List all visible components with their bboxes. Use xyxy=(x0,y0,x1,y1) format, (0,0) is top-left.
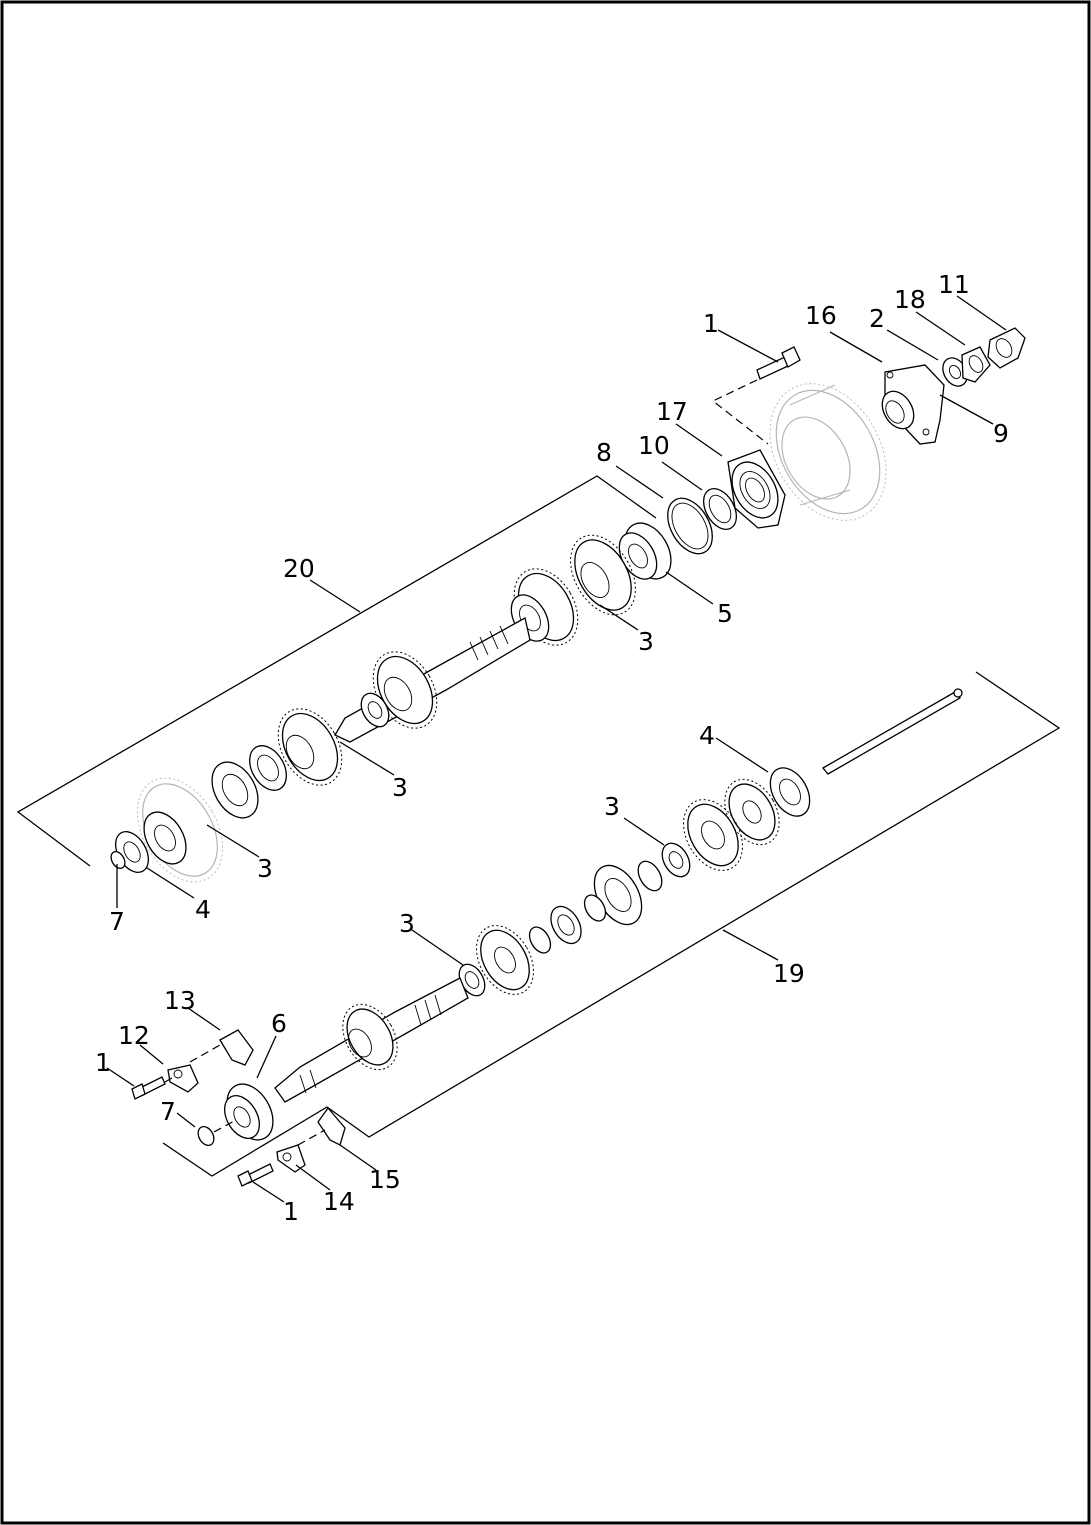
callout-11: 11 xyxy=(938,270,970,299)
hub-flange xyxy=(881,364,945,445)
group-20-bracket xyxy=(16,475,657,867)
callout-16: 16 xyxy=(805,301,837,330)
bearing-cage-f xyxy=(249,745,287,791)
gear-lower-a xyxy=(724,778,780,846)
callout-19: 19 xyxy=(773,959,805,988)
bearing-6 xyxy=(224,1083,274,1141)
shift-dog-g xyxy=(211,761,259,819)
gear-lower-b xyxy=(683,799,743,871)
callout-3-upper-b: 3 xyxy=(392,773,408,802)
bearing-4-lower xyxy=(769,767,811,817)
nut-11 xyxy=(987,327,1026,369)
retaining-ring-8 xyxy=(667,497,713,555)
washer-2 xyxy=(942,357,968,387)
callout-1-bottom: 1 xyxy=(283,1197,299,1226)
plate-14-path xyxy=(297,1129,326,1146)
snap-ring-7-upper xyxy=(110,850,126,870)
callout-1-top: 1 xyxy=(703,309,719,338)
snap-ring-7-lower xyxy=(197,1126,215,1146)
needle-bearing-lower-a xyxy=(661,842,691,878)
gear-middle-c xyxy=(372,651,438,729)
bolt-1-top-path xyxy=(711,379,769,445)
callout-10: 10 xyxy=(638,431,670,460)
gear-upper-a xyxy=(570,534,636,616)
callout-14: 14 xyxy=(323,1187,355,1216)
retainer-15 xyxy=(317,1106,346,1146)
collar-d xyxy=(360,692,390,728)
callout-3-lower-a: 3 xyxy=(604,792,620,821)
washer-18 xyxy=(961,346,991,383)
ring-lower-a xyxy=(637,860,663,892)
callout-1-left: 1 xyxy=(95,1048,111,1077)
callout-17: 17 xyxy=(656,397,688,426)
bolt-1-bottom xyxy=(237,1163,274,1187)
callout-3-upper-c: 3 xyxy=(257,854,273,883)
callout-18: 18 xyxy=(894,285,926,314)
callout-7-lower: 7 xyxy=(160,1097,176,1126)
needle-bearing-lower-b xyxy=(550,905,582,945)
bolt-1-top xyxy=(756,346,801,380)
callout-20: 20 xyxy=(283,554,315,583)
callout-7-upper: 7 xyxy=(109,907,125,936)
bearing-housing-17 xyxy=(727,449,786,529)
countershaft-spline-marks xyxy=(299,994,442,1094)
mainshaft xyxy=(334,617,531,743)
plate-12 xyxy=(167,1064,199,1093)
callout-labels: 1 16 2 18 11 9 17 10 8 20 5 3 3 3 4 7 4 … xyxy=(95,270,1009,1226)
callout-12: 12 xyxy=(118,1021,150,1050)
gear-lower-d xyxy=(476,925,534,995)
callout-2: 2 xyxy=(869,304,885,333)
bearing-5 xyxy=(618,522,672,580)
shaft-spline-marks xyxy=(469,625,509,661)
callout-8: 8 xyxy=(596,438,612,467)
bolt-1-left xyxy=(131,1076,166,1100)
snap-ring-7-lower-path xyxy=(213,1119,237,1133)
callout-15: 15 xyxy=(369,1165,401,1194)
leader-lines xyxy=(106,295,1007,1203)
callout-3-upper-a: 3 xyxy=(638,627,654,656)
group-19-bracket xyxy=(162,671,1061,1177)
ghost-sprocket xyxy=(769,383,887,521)
plate-12-path xyxy=(189,1044,221,1063)
gear-h xyxy=(143,811,187,865)
callout-4-upper: 4 xyxy=(195,895,211,924)
callout-4-lower: 4 xyxy=(699,721,715,750)
gear-middle-e xyxy=(277,708,343,786)
retainer-13 xyxy=(219,1029,254,1066)
ring-lower-c xyxy=(528,926,552,954)
ring-lower-b xyxy=(583,894,607,922)
pushrod xyxy=(822,688,963,775)
callout-3-lower-b: 3 xyxy=(399,909,415,938)
callout-6: 6 xyxy=(271,1009,287,1038)
callout-13: 13 xyxy=(164,986,196,1015)
gear-lower-e xyxy=(342,1003,398,1071)
bolt-1-left-path xyxy=(164,1077,173,1083)
callout-5: 5 xyxy=(717,599,733,628)
callout-9: 9 xyxy=(993,419,1009,448)
seal-10 xyxy=(702,488,738,530)
